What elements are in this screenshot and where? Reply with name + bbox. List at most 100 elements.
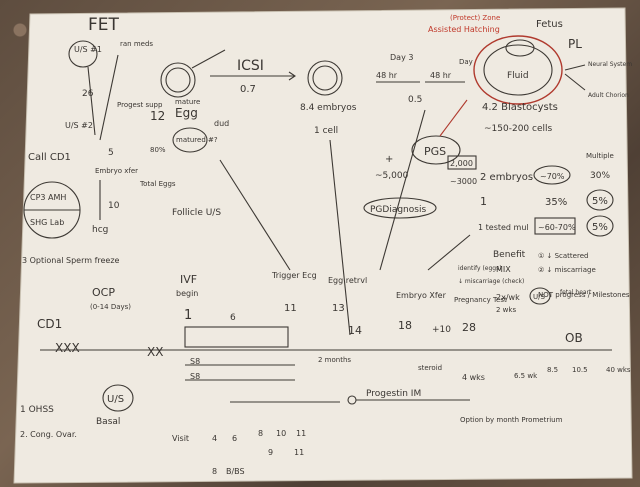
visit-v3: 10 (276, 429, 286, 438)
blast-fluid: Fluid (507, 71, 529, 81)
visit-v0: 4 (212, 434, 217, 443)
visit-v2: 8 (258, 429, 263, 438)
outcome-5b-circle (586, 215, 614, 237)
fetus-mass (505, 39, 535, 57)
benefit-line (427, 234, 471, 271)
visit-bbs: B/BS (226, 467, 245, 476)
tl-preg: Pregnancy Test (454, 296, 507, 304)
pgs-circle (411, 135, 461, 165)
blast-cells: ~150-200 cells (484, 124, 552, 134)
fet-10: 10 (108, 201, 120, 211)
outcome-multiple: Multiple (586, 152, 614, 160)
med-s1: S8 (190, 357, 200, 366)
paper-sheet (13, 7, 633, 484)
egg-num: 12 (150, 109, 165, 123)
egg-icon (160, 62, 196, 98)
outcome-6070: ~60-70% (538, 223, 576, 232)
blast-pl: PL (568, 37, 582, 51)
outcome-5-circle (586, 189, 614, 211)
left-basal: Basal (96, 417, 120, 427)
call-cd1: Call CD1 (28, 152, 71, 163)
tl-w105: 10.5 (572, 366, 588, 374)
left-us-circle (102, 384, 134, 412)
protocol-cp3: CP3 AMH (30, 193, 66, 202)
tl-xxx: XXX (55, 341, 80, 355)
tl-trigger: Trigger Ecg (271, 271, 317, 280)
tl-plus10: +10 (432, 325, 451, 335)
pgd-label: PGDiagnosis (370, 205, 426, 215)
icsi-arrowhead (288, 71, 296, 81)
blast-count: 4.2 Blastocysts (482, 102, 558, 113)
outcome-30: 30% (590, 171, 610, 181)
fet-note-top: ran meds (120, 40, 153, 48)
day3-h1: 48 hr (376, 71, 398, 80)
tl-18: 18 (398, 319, 412, 332)
tl-twice: 2x/wk (496, 293, 520, 302)
connector-day3 (379, 109, 426, 271)
outcome-70-circle (533, 165, 571, 185)
egg-matured: matured #? (176, 136, 218, 144)
outcome-one: 1 (480, 195, 487, 208)
tl-28: 28 (462, 321, 476, 334)
tl-ivf: IVF (180, 273, 197, 286)
blastocyst-outer (473, 35, 563, 105)
med-months: 2 months (318, 356, 351, 364)
embryo-inner-icon (312, 65, 338, 91)
benefit-not: NOT progress / Milestones (538, 291, 630, 299)
pgs-arrow (439, 99, 468, 137)
blast-adult: Adult Chorion (588, 92, 629, 99)
branch-2 (564, 73, 586, 91)
outcome-5: 5% (592, 196, 608, 207)
tl-ob: OB (565, 331, 583, 345)
med-option: Option by month Prometrium (460, 416, 563, 424)
blast-neural: Neural System (588, 61, 632, 68)
icsi-label: ICSI (237, 58, 264, 74)
embryo-icon (307, 60, 343, 96)
fet-progest: Progest supp (117, 101, 163, 109)
tl-twice2: 2 wks (496, 306, 516, 314)
visit-v4: 11 (296, 429, 306, 438)
blast-assisted: Assisted Hatching (428, 25, 500, 34)
left-us: U/S (107, 394, 124, 405)
egg-label: Egg (175, 106, 198, 120)
blastocyst-inner (483, 44, 553, 96)
branch-1 (564, 64, 586, 71)
fet-line-1 (87, 66, 96, 136)
fet-emb-xfer: Embryo xfer (95, 167, 138, 175)
egg-mature: mature (175, 98, 200, 106)
benefit-line1: ① ↓ Scattered (538, 252, 588, 260)
embryo-cell: 1 cell (314, 126, 338, 136)
benefit-ident: identify (eggs) (458, 265, 502, 272)
pgs-cost-box (447, 155, 477, 170)
visit-v2-1: 11 (294, 448, 304, 457)
egg-pipette (191, 49, 226, 69)
tl-d6: 6 (230, 313, 236, 323)
tl-eggret: Egg retrvl (328, 276, 367, 285)
tl-11: 11 (284, 303, 297, 314)
tl-fetal: fetal heart (560, 289, 592, 296)
outcome-tested: 1 tested mul (478, 223, 529, 232)
protocol-shg: SHG Lab (30, 218, 64, 227)
outcome-5b: 5% (592, 222, 608, 233)
med-prog: Progestin IM (366, 389, 421, 399)
left-ohss-2: 2. Cong. Ovar. (20, 430, 77, 439)
embryo-count: 8.4 embryos (300, 103, 357, 113)
benefit-title: Benefit (493, 250, 526, 260)
tl-ivf-box (184, 326, 289, 348)
blast-protect: (Protect) Zone (450, 14, 500, 22)
protocol-opt: 3 Optional Sperm freeze (22, 256, 120, 265)
tl-ocp: OCP (92, 286, 115, 299)
fet-hcg: hcg (92, 225, 108, 235)
tl-13: 13 (332, 303, 345, 314)
pgs-cost: ~5,000 (375, 171, 409, 181)
tl-ocp-days: (0-14 Days) (90, 303, 131, 311)
icsi-val: 0.7 (240, 84, 256, 95)
outcome-box (534, 217, 576, 235)
med-s2: S8 (190, 372, 200, 381)
egg-follicle: Follicle U/S (172, 208, 221, 218)
pgs-c1: 2,000 (450, 159, 473, 168)
egg-dud: dud (214, 119, 229, 128)
tl-embxfer: Embryo Xfer (396, 291, 447, 300)
outcome-70: ~70% (540, 172, 565, 181)
